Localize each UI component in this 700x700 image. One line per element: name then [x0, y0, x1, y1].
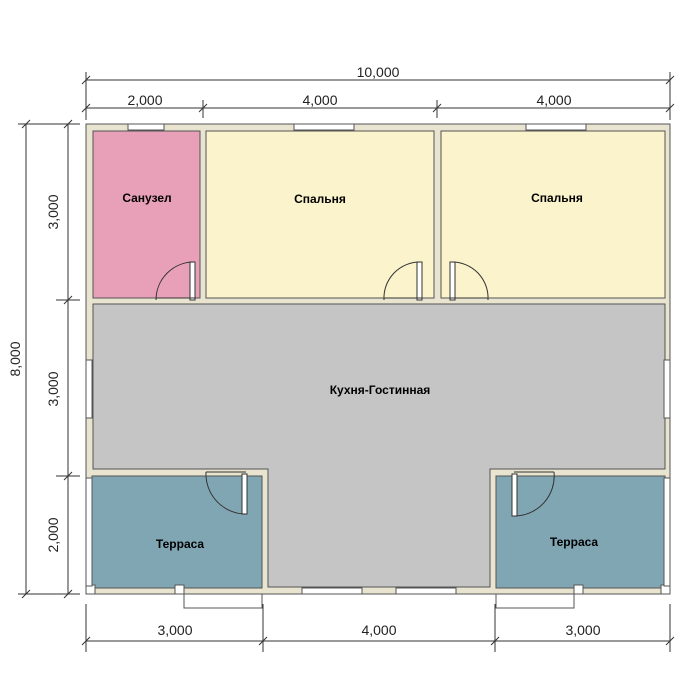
- top-dimension-3: 4,000: [536, 92, 571, 108]
- terrace-steps-left: [183, 593, 263, 609]
- window-living-bottom-2: [395, 587, 457, 595]
- room-label-terrace-left: Терраса: [156, 537, 205, 551]
- top-total-dimension: 10,000: [357, 64, 400, 80]
- bottom-dimension-3: 3,000: [565, 622, 600, 638]
- terrace-post: [573, 584, 584, 595]
- window-bathroom: [127, 123, 165, 131]
- top-dimension-1: 2,000: [127, 92, 162, 108]
- door-terrace-right: [511, 473, 518, 517]
- left-total-dimension: 8,000: [7, 341, 23, 376]
- room-label-kitchen-living: Кухня-Гостинная: [330, 383, 431, 397]
- bedroom-room-2: [440, 130, 666, 299]
- window-bedroom-1: [293, 123, 355, 131]
- door-terrace-left: [241, 473, 248, 515]
- door-swing-arc: [155, 261, 195, 301]
- terrace-room-right: [495, 475, 666, 589]
- bottom-dimension-2: 4,000: [361, 622, 396, 638]
- door-bedroom-1: [416, 261, 423, 301]
- left-dimension-3: 2,000: [45, 517, 61, 552]
- room-label-bathroom: Санузел: [122, 191, 171, 205]
- left-dimension-2: 3,000: [45, 371, 61, 406]
- room-label-bedroom-1: Спальня: [294, 192, 346, 206]
- room-label-terrace-right: Терраса: [550, 535, 599, 549]
- bottom-dimension-lines: [81, 604, 675, 652]
- door-swing-arc: [383, 261, 421, 301]
- bathroom-room: [92, 130, 201, 299]
- kitchen-living-room: [92, 303, 666, 588]
- window-bedroom-2: [525, 123, 587, 131]
- door-swing-arc: [205, 471, 247, 515]
- terrace-room-left: [91, 475, 263, 589]
- room-label-bedroom-2: Спальня: [531, 191, 583, 205]
- window-living-bottom-1: [301, 587, 363, 595]
- left-dimension-1: 3,000: [45, 194, 61, 229]
- windows: [85, 123, 671, 595]
- door-swing-arc: [513, 471, 555, 517]
- window-living-right: [663, 359, 671, 419]
- door-bedroom-2: [449, 261, 456, 301]
- window-terrace-right: [663, 477, 671, 587]
- top-dimension-lines: [81, 72, 675, 120]
- window-terrace-left: [85, 477, 93, 587]
- terrace-steps-right: [495, 593, 575, 609]
- window-living-left: [85, 359, 93, 419]
- terrace-post: [174, 584, 185, 595]
- left-dimension-lines: [18, 119, 80, 599]
- bedroom-room-1: [205, 130, 435, 299]
- bottom-dimension-1: 3,000: [157, 622, 192, 638]
- door-swing-arc: [451, 261, 489, 301]
- door-bathroom: [189, 261, 196, 301]
- top-dimension-2: 4,000: [302, 92, 337, 108]
- doors: [155, 261, 555, 517]
